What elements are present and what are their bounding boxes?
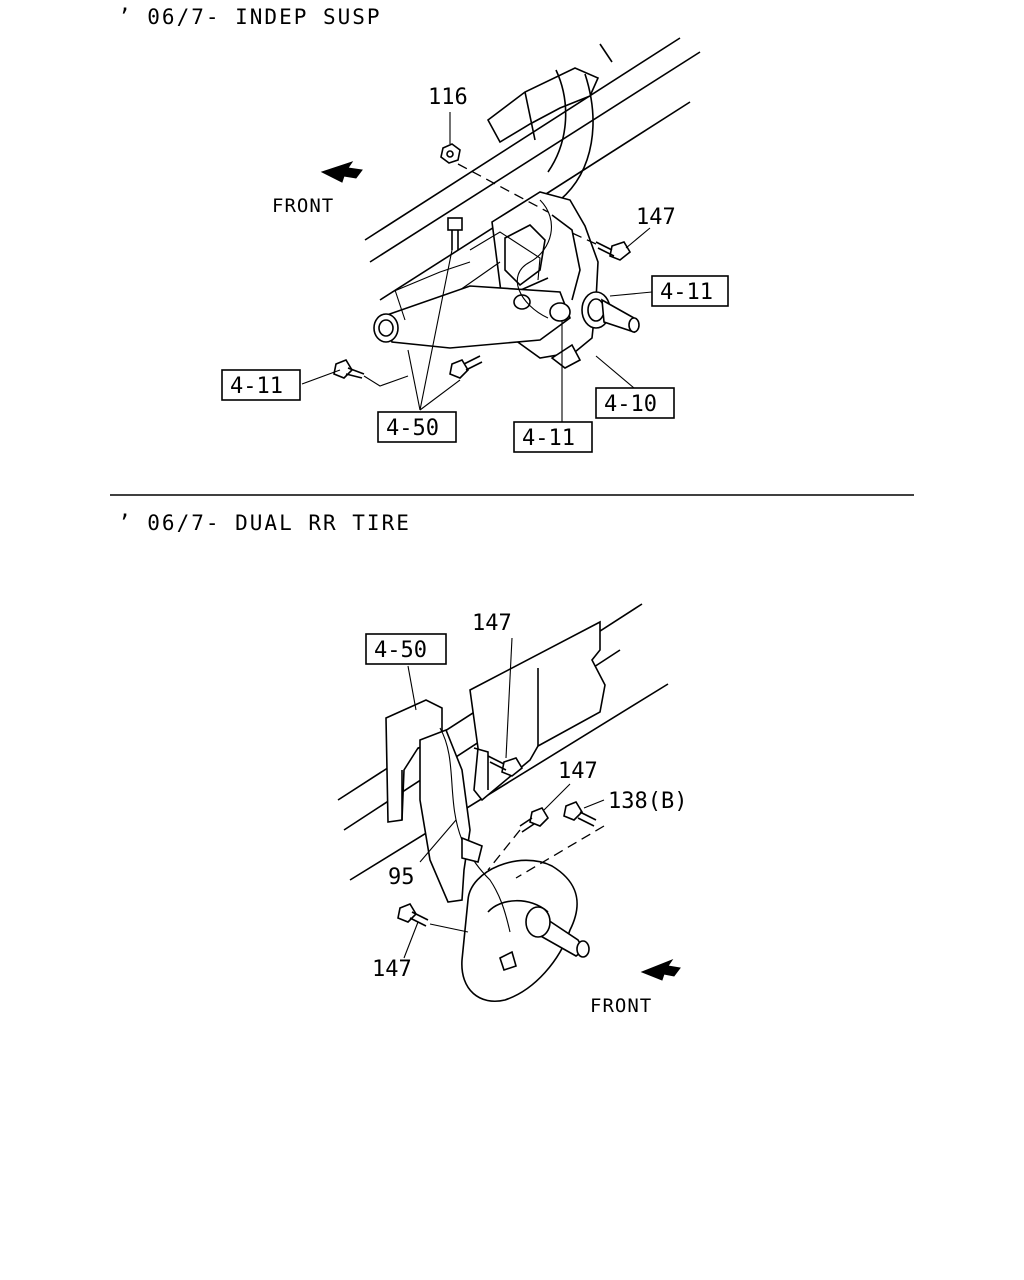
bolt-147-top: [487, 755, 524, 777]
bolt-4-50-lower: [449, 355, 483, 379]
shock-tower: [486, 67, 600, 201]
bolt-4-11-left: [333, 359, 365, 379]
assembly-line-138b: [515, 825, 605, 879]
ref-4-11-left: 4-11: [230, 374, 283, 399]
section-indep-susp: ’ 06/7- INDEP SUSP: [118, 5, 729, 453]
front-label-dual: FRONT: [590, 995, 652, 1017]
ref-4-50: 4-50: [386, 416, 439, 441]
ref-4-50-dual: 4-50: [374, 638, 427, 663]
knuckle-disc: [461, 859, 590, 1002]
ref-box-4-11-bottom: [513, 421, 593, 453]
sensor-clip: [461, 836, 483, 863]
ref-box-4-11-left: [221, 369, 301, 401]
front-arrow-dual: FRONT: [590, 958, 681, 1017]
bolt-147-upper: [595, 241, 632, 261]
front-arrow-indep-susp: FRONT: [272, 161, 363, 217]
assembly-line-116: [457, 163, 549, 213]
assembly-line-147: [569, 231, 597, 245]
ref-4-11-right: 4-11: [660, 280, 713, 305]
assembly-line-147-mid: [487, 829, 521, 871]
section-heading-indep-susp: ’ 06/7- INDEP SUSP: [118, 5, 382, 29]
callout-147-bottom: 147: [372, 957, 412, 982]
callout-116: 116: [428, 85, 468, 110]
bolt-147-mid: [519, 807, 550, 833]
nut-116: [440, 143, 461, 164]
ref-box-4-11-right: [651, 275, 729, 307]
leader-lines: [301, 112, 653, 422]
callout-147: 147: [636, 205, 676, 230]
callout-147-mid: 147: [558, 759, 598, 784]
ref-box-4-50-dual: [365, 633, 447, 665]
leader-lines-dual: [403, 637, 605, 959]
section-heading-dual-rr-tire: ’ 06/7- DUAL RR TIRE: [118, 511, 411, 535]
sensor-wire: [516, 199, 553, 319]
bolt-147-bottom: [397, 903, 429, 927]
frame-bracket: [469, 620, 606, 802]
hanger-bracket: [385, 699, 471, 903]
bolt-138b: [563, 801, 597, 827]
ref-4-10: 4-10: [604, 392, 657, 417]
bolt-vertical: [447, 217, 463, 250]
callout-95: 95: [388, 865, 415, 890]
callout-147-top: 147: [472, 611, 512, 636]
ref-4-11-bottom: 4-11: [522, 426, 575, 451]
front-label-indep-susp: FRONT: [272, 195, 334, 217]
callout-138b: 138(B): [608, 789, 687, 814]
spindle-hub: [513, 291, 640, 369]
ref-box-4-50: [377, 411, 457, 443]
ref-box-4-10: [595, 387, 675, 419]
section-dual-rr-tire: ’ 06/7- DUAL RR TIRE: [118, 511, 687, 1017]
